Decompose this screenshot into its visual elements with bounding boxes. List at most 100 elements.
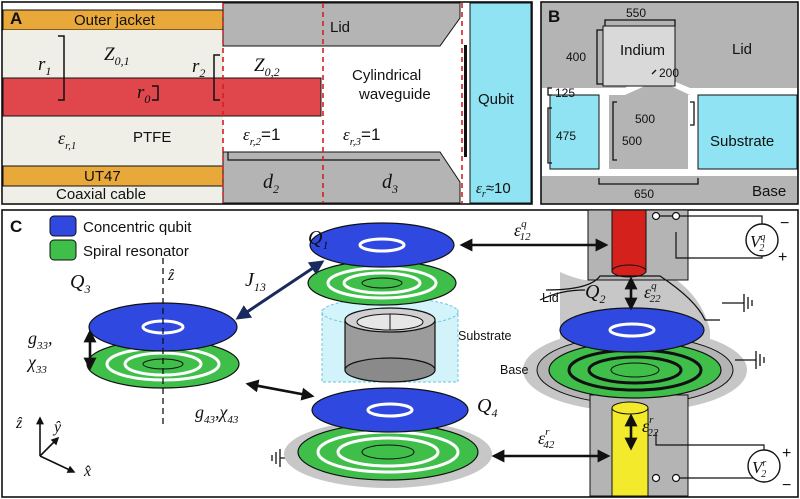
dim-400-line [596,29,603,85]
lid-label-b: Lid [732,41,752,58]
gap-bottom [542,169,797,176]
j13-arrow [235,260,325,320]
z-axis-label-triad: ẑ [15,415,23,432]
legend-qubit-swatch [49,215,77,237]
coax-bottom-strip [3,186,223,203]
top-pin-tip [611,264,647,278]
r1-label: r1 [38,54,51,78]
dim-475-label: 475 [556,129,576,143]
gap-left-gutter [542,95,550,169]
terminal-r-2 [671,473,681,483]
v2q-plus: + [778,249,787,266]
panel-c: C Concentric qubit Spiral resonator Q1 Q… [1,209,799,498]
z-axis-label-top: ẑ [167,267,175,284]
q4-label: Q4 [477,395,497,420]
qubit-substrate [469,2,532,204]
gap-channel [542,88,625,95]
panel-a: A Outer jacket Lid r1 Z0,1 r2 Z0,2 r0 Cy… [1,1,533,205]
dim-650-line [598,178,699,185]
top-connector-pin [611,209,647,273]
lid-label-c: Lid [542,291,559,305]
gap-center-right [688,95,698,169]
terminal-q-2 [671,211,681,221]
lid-label-a: Lid [330,19,350,36]
v2q-minus: − [780,215,789,232]
dim-125-label: 125 [555,86,575,100]
y-axis-label: ŷ [52,419,62,436]
ptfe-label: PTFE [133,129,171,146]
base-step-line [227,152,440,161]
v2q-source [745,223,779,257]
q1-resonator [307,260,457,306]
legend-resonator-swatch [49,239,77,261]
centre-pin [2,77,322,117]
dim-475-line [547,107,552,164]
outer-jacket-label: Outer jacket [74,12,156,29]
d3-label: d3 [382,171,398,196]
qubit-electrode [464,45,467,157]
indium-label: Indium [620,42,665,59]
q3-label: Q3 [70,271,90,296]
g43-arrow [245,379,315,401]
r0-label: r0 [137,82,150,106]
dim-500a-line [612,101,617,161]
qubit-label-a: Qubit [478,91,515,108]
base-label-c: Base [500,363,529,377]
ground-symbol-lid [722,294,753,312]
x-axis-label: x̂ [83,463,91,480]
wire-v2r-top [655,432,765,452]
v2r-minus: − [782,477,791,494]
r2-label: r2 [192,56,205,80]
r2-bracket [213,54,220,101]
substrate-right [697,94,798,170]
panel-b-letter: B [548,7,560,26]
gap-channel-right [690,88,797,95]
cylinder-bottom [344,357,436,383]
cylindrical-label: Cylindrical [352,67,421,84]
dim-125-line [547,87,552,96]
waveguide-label: waveguide [358,86,431,103]
v2r-source [747,449,781,483]
chi33-label: χ33 [26,352,47,376]
eps-r3-label: εr,3=1 [343,125,380,148]
axes-triad [36,416,76,473]
q2-qubit [559,307,705,353]
wire-v2q-top [656,215,763,226]
g33-label: g33, [28,328,53,352]
dim-500b-line [690,101,695,126]
dim-200-tick [651,69,657,75]
dim-650-label: 650 [634,187,654,201]
dim-500b-label: 500 [622,134,642,148]
dim-200-label: 200 [659,66,679,80]
eps-r1-label: εr,1 [58,128,76,152]
bottom-pin-tip [611,401,649,415]
lid-outline [539,289,586,301]
panel-b: B 550 400 Indium Lid 200 125 475 500 500… [540,1,799,205]
dim-550-label: 550 [626,6,646,20]
lid-flange [545,275,720,321]
coaxial-cable-label: Coaxial cable [56,186,146,203]
j13-label: J13 [245,269,266,294]
q4-qubit [311,387,469,433]
g43-chi43-label: g43,χ43 [195,402,239,426]
legend-qubit-label: Concentric qubit [83,219,192,236]
panel-a-letter: A [10,9,22,28]
r1-bracket [58,35,65,101]
eps-qubit-label: εr≈10 [476,180,511,200]
gap-center-left [599,95,609,169]
substrate-left [549,94,600,170]
z02-label: Z0,2 [254,55,280,79]
q1-label: Q1 [308,227,328,252]
indium-pad [602,25,676,87]
q1-qubit [309,222,455,268]
terminal-r-1 [651,473,661,483]
lid-metal [222,2,461,47]
substrate-label-c: Substrate [458,329,512,343]
z01-label: Z0,1 [104,44,130,68]
